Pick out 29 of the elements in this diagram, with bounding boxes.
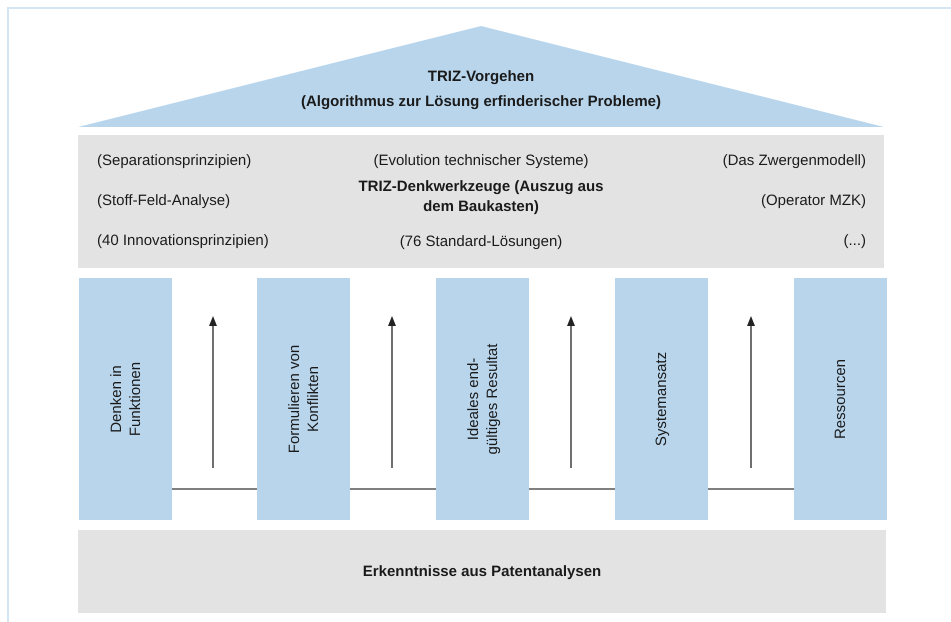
tool-name: (...) [844, 231, 866, 250]
tool-name: (Operator MZK) [760, 191, 866, 210]
band-heading: TRIZ-Denkwerkzeuge (Auszug aus dem Baukasten) [357, 177, 605, 216]
pillar-label: Denken in Funktionen [106, 360, 144, 438]
pillar [79, 278, 172, 520]
tool-name: (Separationsprinzipien) [97, 151, 252, 170]
tool-name: (Evolution technischer Systeme) [373, 151, 589, 170]
subtitle: (Algorithmus zur Lösung erfinderischer Probleme) [300, 92, 662, 112]
connector-line [529, 488, 615, 490]
pillar-label: Formulieren von Konflikten [284, 344, 322, 456]
pillar [257, 278, 350, 520]
tool-name: (Stoff-Feld-Analyse) [97, 191, 230, 210]
connector-line [172, 488, 257, 490]
tool-name: (76 Standard-Lösungen) [400, 232, 562, 252]
pillar [794, 278, 887, 520]
tool-name: (40 Innovationsprinzipien) [97, 231, 269, 250]
roof-triangle [78, 26, 884, 127]
connector-line [708, 488, 794, 490]
tool-name: (Das Zwergenmodell) [722, 151, 866, 170]
pillar [615, 278, 708, 520]
pillar [436, 278, 529, 520]
foundation-label: Erkenntnisse aus Patentanalysen [362, 563, 602, 580]
pillar-label: Ideales end-gültiges Resultat [463, 342, 502, 456]
pillar-label: Systemansatz [652, 352, 671, 446]
pillar-label: Ressourcen [830, 358, 850, 440]
title: TRIZ-Vorgehen [428, 67, 534, 86]
tools-band [78, 135, 884, 268]
connector-line [350, 488, 436, 490]
foundation-band [78, 530, 886, 613]
